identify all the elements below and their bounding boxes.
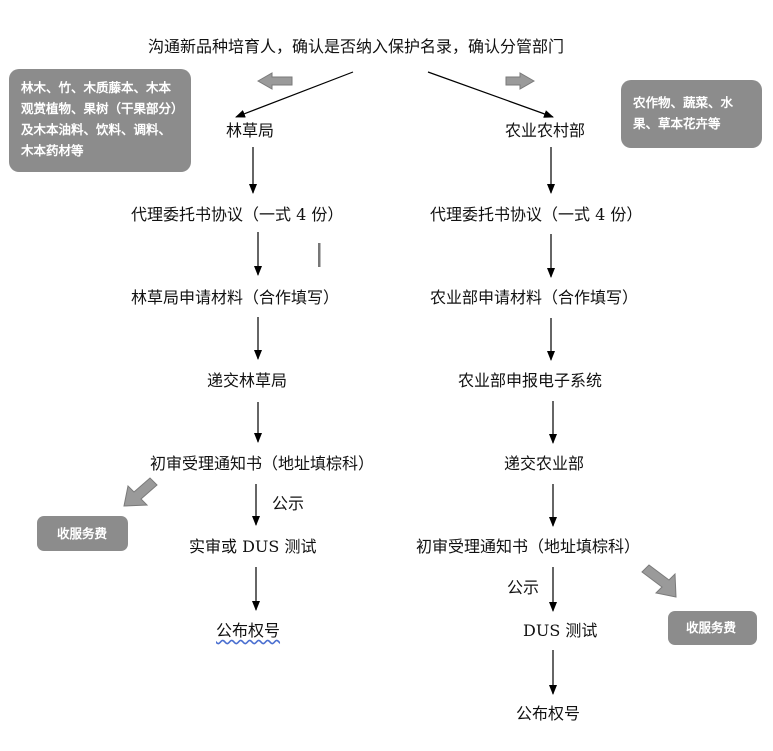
left-step-submit: 递交林草局 (207, 371, 288, 390)
right-step-application: 农业部申请材料（合作填写） (430, 288, 639, 307)
left-fee-box: 收服务费 (37, 516, 128, 551)
right-fee-box: 收服务费 (668, 611, 757, 645)
gray-arrow-down-left-icon (123, 477, 158, 507)
diagram-title: 沟通新品种培育人，确认是否纳入保护名录，确认分管部门 (148, 37, 565, 56)
arrow-title-to-right (427, 71, 554, 118)
left-category-box: 林木、竹、木质藤本、木本观赏植物、果树（干果部分）及木本油料、饮料、调料、木本药… (9, 69, 191, 172)
left-step-notice: 初审受理通知书（地址填棕科） (150, 454, 375, 473)
gray-arrow-right-icon (505, 72, 536, 90)
left-step-application: 林草局申请材料（合作填写） (131, 288, 340, 307)
left-step-dus: 实审或 DUS 测试 (189, 537, 317, 556)
arrow-title-to-left (235, 71, 354, 118)
right-step-e-system: 农业部申报电子系统 (458, 371, 603, 390)
right-step-agency-agreement: 代理委托书协议（一式 4 份） (430, 205, 643, 224)
left-dept: 林草局 (226, 121, 275, 140)
gray-arrow-left-icon (256, 72, 293, 90)
right-category-box: 农作物、蔬菜、水果、草本花卉等 (621, 80, 762, 148)
right-dept: 农业农村部 (505, 121, 586, 140)
left-publicity: 公示 (272, 494, 305, 513)
right-step-submit: 递交农业部 (504, 454, 585, 473)
right-step-dus: DUS 测试 (523, 621, 598, 640)
right-step-notice: 初审受理通知书（地址填棕科） (416, 537, 641, 556)
gray-arrow-down-right-icon (641, 564, 677, 598)
right-step-publish: 公布权号 (516, 704, 581, 723)
cursor-mark (318, 243, 321, 267)
left-step-publish: 公布权号 (216, 621, 281, 640)
right-publicity: 公示 (507, 578, 540, 597)
left-step-agency-agreement: 代理委托书协议（一式 4 份） (131, 205, 344, 224)
